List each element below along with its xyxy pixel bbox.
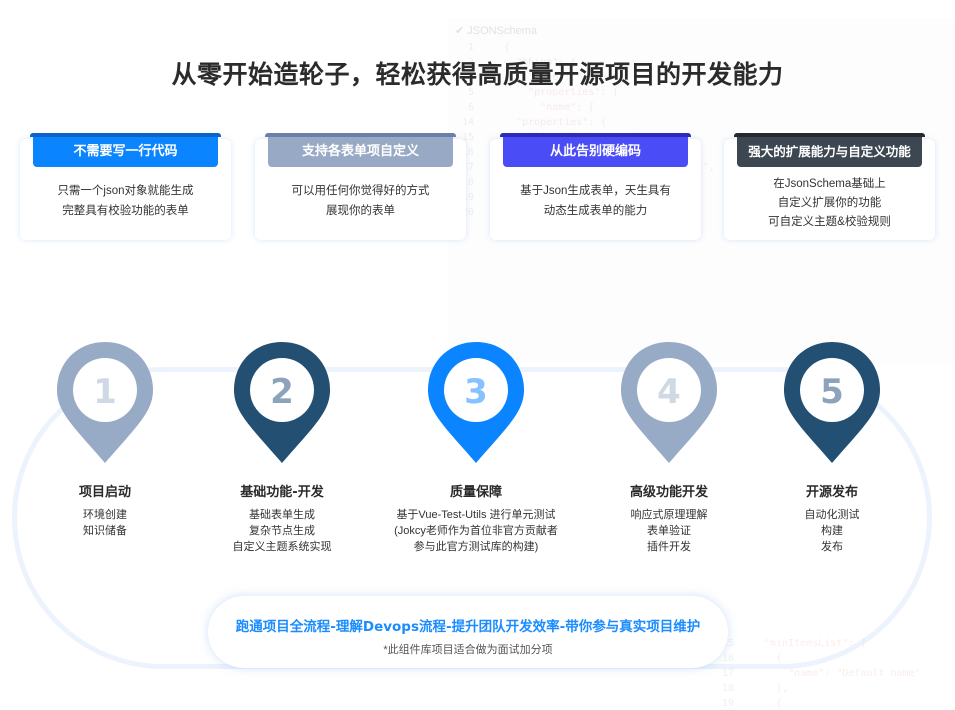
card-tab [265, 133, 456, 137]
step-details: 自动化测试 构建 发布 [732, 507, 932, 555]
card-description: 在JsonSchema基础上 自定义扩展你的功能 可自定义主题&校验规则 [724, 175, 935, 232]
svg-text:1: 1 [93, 372, 117, 412]
card-title: 从此告别硬编码 [503, 137, 688, 167]
map-pin-icon: 5 [782, 340, 882, 465]
card-tab [500, 133, 691, 137]
page-title: 从零开始造轮子，轻松获得高质量开源项目的开发能力 [171, 60, 784, 89]
step-line: 响应式原理理解 [630, 509, 708, 521]
step-title: 基础功能-开发 [240, 485, 324, 500]
step-details: 响应式原理理解 表单验证 插件开发 [569, 507, 769, 555]
feature-cards: 不需要写一行代码 只需一个json对象就能生成 完整具有校验功能的表单 支持各表… [20, 133, 935, 241]
card-description: 可以用任何你觉得好的方式 展现你的表单 [255, 181, 466, 221]
roadmap-step: 2 基础功能-开发 基础表单生成 复杂节点生成 自定义主题系统实现 [182, 340, 382, 555]
step-details: 基于Vue-Test-Utils 进行单元测试 (Jokcy老师作为首位非官方贡… [376, 507, 576, 555]
map-pin-icon: 1 [55, 340, 155, 465]
map-pin-icon: 2 [232, 340, 332, 465]
feature-card: 支持各表单项自定义 可以用任何你觉得好的方式 展现你的表单 [255, 133, 466, 240]
feature-card: 从此告别硬编码 基于Json生成表单，天生具有 动态生成表单的能力 [490, 133, 701, 240]
card-line: 在JsonSchema基础上 [773, 178, 886, 190]
step-line: 基础表单生成 [249, 509, 315, 521]
card-description: 基于Json生成表单，天生具有 动态生成表单的能力 [490, 181, 701, 221]
step-title: 质量保障 [449, 485, 502, 500]
step-line: 环境创建 [83, 509, 127, 521]
card-tab [734, 133, 925, 137]
svg-text:3: 3 [464, 372, 488, 412]
card-title: 支持各表单项自定义 [268, 137, 453, 167]
step-line: 构建 [821, 525, 843, 537]
map-pin-icon: 4 [619, 340, 719, 465]
step-details: 环境创建 知识储备 [5, 507, 205, 539]
card-line: 展现你的表单 [326, 205, 395, 217]
banner-note: *此组件库项目适合做为面试加分项 [383, 644, 553, 656]
step-details: 基础表单生成 复杂节点生成 自定义主题系统实现 [182, 507, 382, 555]
svg-text:2: 2 [270, 372, 294, 412]
step-line: 插件开发 [647, 541, 691, 553]
card-line: 动态生成表单的能力 [543, 205, 648, 217]
card-title: 强大的扩展能力与自定义功能 [737, 137, 922, 167]
step-line: (Jokcy老师作为首位非官方贡献者 [394, 525, 558, 537]
step-title: 开源发布 [805, 485, 858, 500]
step-line: 基于Vue-Test-Utils 进行单元测试 [396, 509, 556, 521]
card-line: 可以用任何你觉得好的方式 [291, 185, 430, 197]
step-line: 自动化测试 [804, 509, 860, 521]
roadmap-step: 5 开源发布 自动化测试 构建 发布 [732, 340, 932, 555]
step-line: 自定义主题系统实现 [232, 541, 332, 553]
roadmap-step: 1 项目启动 环境创建 知识储备 [5, 340, 205, 539]
feature-card: 强大的扩展能力与自定义功能 在JsonSchema基础上 自定义扩展你的功能 可… [724, 133, 935, 240]
summary-banner: 跑通项目全流程-理解Devops流程-提升团队开发效率-带你参与真实项目维护 *… [208, 596, 728, 668]
step-title: 高级功能开发 [629, 485, 708, 500]
roadmap-step: 4 高级功能开发 响应式原理理解 表单验证 插件开发 [569, 340, 769, 555]
svg-text:5: 5 [820, 372, 844, 412]
feature-card: 不需要写一行代码 只需一个json对象就能生成 完整具有校验功能的表单 [20, 133, 231, 240]
map-pin-icon: 3 [426, 340, 526, 465]
card-line: 基于Json生成表单，天生具有 [520, 185, 671, 197]
svg-text:4: 4 [657, 372, 681, 412]
step-title: 项目启动 [78, 485, 131, 500]
card-line: 自定义扩展你的功能 [777, 197, 882, 209]
card-line: 只需一个json对象就能生成 [57, 185, 194, 197]
card-description: 只需一个json对象就能生成 完整具有校验功能的表单 [20, 181, 231, 221]
step-line: 表单验证 [647, 525, 691, 537]
background-code-header: ✔ JSONSchema [455, 25, 537, 37]
step-line: 复杂节点生成 [249, 525, 315, 537]
card-line: 完整具有校验功能的表单 [62, 205, 189, 217]
banner-headline: 跑通项目全流程-理解Devops流程-提升团队开发效率-带你参与真实项目维护 [235, 619, 701, 635]
card-title: 不需要写一行代码 [33, 137, 218, 167]
roadmap-step: 3 质量保障 基于Vue-Test-Utils 进行单元测试 (Jokcy老师作… [376, 340, 576, 555]
card-tab [30, 133, 221, 137]
step-line: 知识储备 [83, 525, 127, 537]
card-line: 可自定义主题&校验规则 [768, 216, 891, 228]
step-line: 参与此官方测试库的构建) [413, 541, 539, 553]
step-line: 发布 [821, 541, 843, 553]
